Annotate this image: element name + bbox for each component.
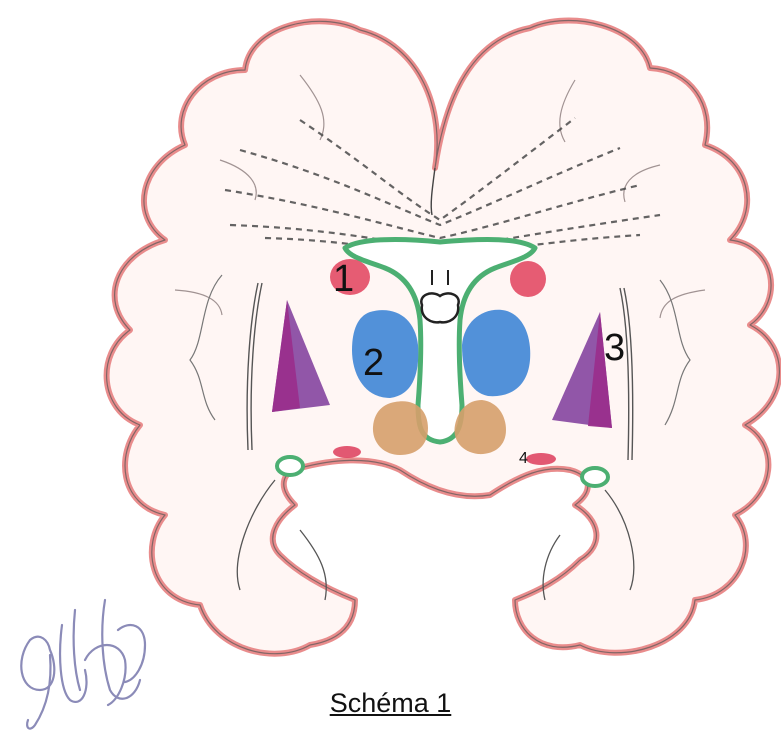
small-nucleus-right — [526, 453, 556, 465]
caudate-right — [510, 261, 546, 297]
hippocampus-right — [582, 468, 608, 486]
label-2: 2 — [363, 342, 384, 384]
small-nucleus-left — [333, 446, 361, 458]
label-1: 1 — [333, 258, 354, 300]
label-4: 4 — [519, 450, 528, 467]
thalamus-right — [462, 310, 530, 396]
figure-caption: Schéma 1 — [0, 688, 781, 719]
hypothalamus-left — [373, 401, 428, 455]
label-3: 3 — [604, 327, 625, 369]
hippocampus-left — [277, 457, 303, 475]
fornix — [421, 293, 458, 322]
